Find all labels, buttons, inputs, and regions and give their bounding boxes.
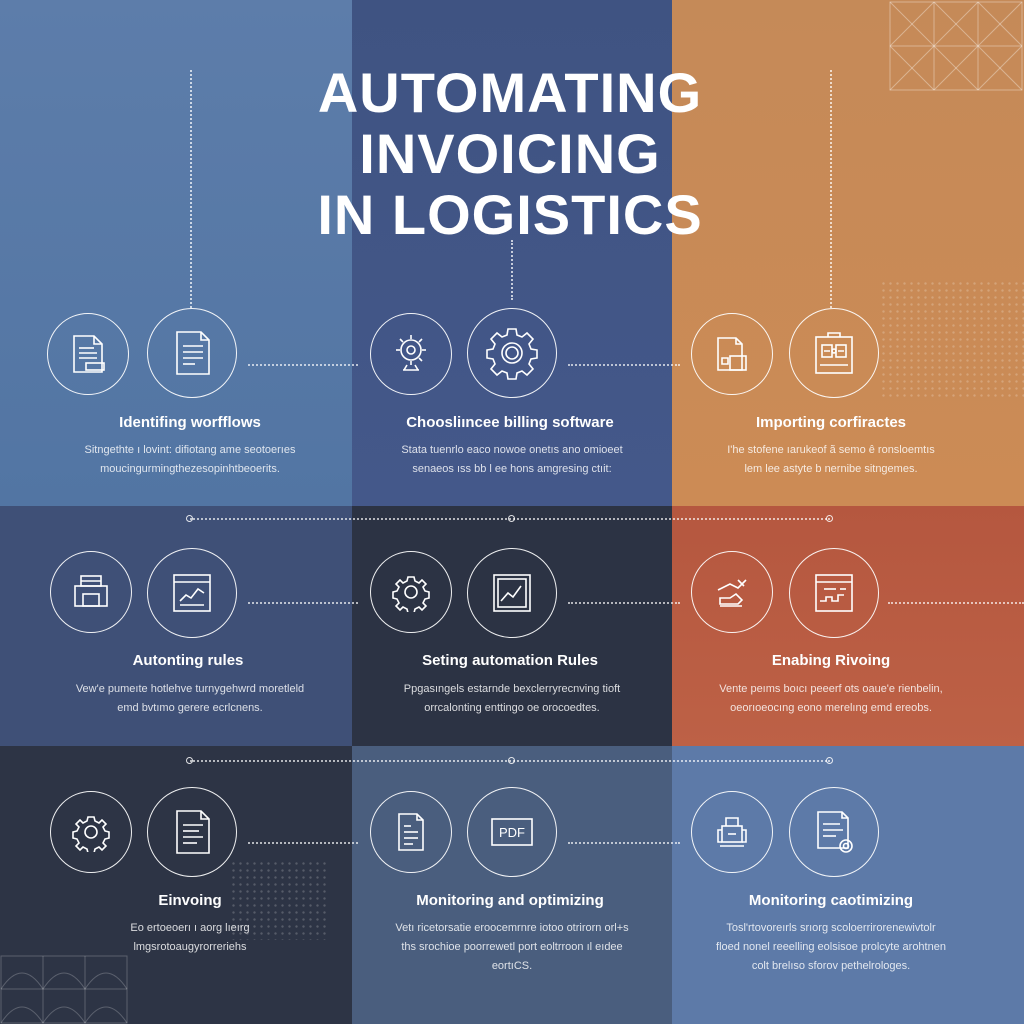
dots-pattern-right xyxy=(880,280,1024,400)
dots-pattern-bottom-left xyxy=(230,860,330,940)
step-4-desc-line-2: emd bvtımo gerere ecrlcnens. xyxy=(117,702,263,714)
hand-document-icon xyxy=(691,551,773,633)
step-7-desc-line-2: lmgsrotoaugyrorreriehs xyxy=(133,941,247,953)
document-lines-icon xyxy=(147,308,237,398)
step-6-label: Enabing Rivoing xyxy=(771,652,891,669)
step-3-description: I'he stofene ıarukeof ã semo ê ronsloemt… xyxy=(681,441,981,479)
divider-node xyxy=(508,757,515,764)
step-5-description: Ppgasıngels estarnde bexclerryrecnving t… xyxy=(362,680,662,718)
step-8-desc-line-3: eortıCS. xyxy=(491,960,533,972)
connector-row3-right xyxy=(568,842,680,844)
step-9-description: Tosl'rtovoreırls srıorg scoloerrirorenew… xyxy=(681,919,981,976)
divider-node xyxy=(826,757,833,764)
connector-row2-right xyxy=(568,602,680,604)
step-6-desc-line-1: Vente peıms boıcı peeerf ots oaue'e rien… xyxy=(719,683,943,695)
step-7-desc-line-1: Eo ertoeoerı ı aorg lıeırg xyxy=(130,922,250,934)
contract-board-icon xyxy=(789,308,879,398)
decorative-grid-bottom-left xyxy=(0,955,128,1024)
title-line-3: in Logistics xyxy=(317,183,703,246)
divider-node xyxy=(508,515,515,522)
title-line-2: Invoicing xyxy=(359,122,661,185)
settings-gear-icon xyxy=(370,313,452,395)
delivery-icon xyxy=(691,791,773,873)
invoice-board-icon xyxy=(789,548,879,638)
step-8-label: Monitoring and optimizing xyxy=(416,892,604,909)
step-3-desc-line-1: I'he stofene ıarukeof ã semo ê ronsloemt… xyxy=(727,444,935,456)
connector-vertical-right xyxy=(830,70,832,308)
panel-bottom-right xyxy=(672,746,1024,1024)
step-1-desc-line-1: Sitngethte ı lovint: difiotang ame seoto… xyxy=(84,444,296,456)
contract-document-icon xyxy=(691,313,773,395)
divider-node xyxy=(186,757,193,764)
panel-top-right xyxy=(672,0,1024,506)
connector-row2-left xyxy=(248,602,358,604)
step-1-label: Identifing worfflows xyxy=(119,414,261,431)
report-document-icon xyxy=(370,791,452,873)
connector-vertical-center xyxy=(511,240,513,300)
step-3-label: Importing corfiractes xyxy=(755,414,907,431)
large-gear-icon xyxy=(467,308,557,398)
connector-row1-right xyxy=(568,364,680,366)
line-chart-icon xyxy=(467,548,557,638)
step-4-label: Autonting rules xyxy=(132,652,244,669)
chart-board-icon xyxy=(147,548,237,638)
document-icon xyxy=(47,313,129,395)
step-5-desc-line-2: orrcalonting enttingo oe orocoedtes. xyxy=(424,702,600,714)
gear-icon xyxy=(370,551,452,633)
step-2-desc-line-2: senaeos ıss bb l ee hons amgresing ctıit… xyxy=(412,463,612,475)
step-1-description: Sitngethte ı lovint: difiotang ame seoto… xyxy=(40,441,340,479)
step-8-desc-line-1: Vetı ricetorsatie eroocemrnre iotoo otri… xyxy=(395,922,629,934)
step-9-label: Monitoring caotimizing xyxy=(748,892,914,909)
step-2-label: Choosliıncee billing software xyxy=(406,414,614,431)
panel-top-left xyxy=(0,0,352,506)
decorative-grid-top-right xyxy=(889,1,1023,91)
gear-small-icon xyxy=(50,791,132,873)
step-9-desc-line-1: Tosl'rtovoreırls srıorg scoloerrirorenew… xyxy=(726,922,936,934)
step-9-desc-line-2: floed nonel reeelling eolsisoe prolcyte … xyxy=(716,941,946,953)
divider-node xyxy=(826,515,833,522)
step-5-label: Seting automation Rules xyxy=(422,652,598,669)
printer-icon xyxy=(50,551,132,633)
title-line-1: Automating xyxy=(317,61,703,124)
step-9-desc-line-3: colt brelıso sforov pethelrologes. xyxy=(751,960,911,972)
pdf-icon: PDF xyxy=(467,787,557,877)
step-2-desc-line-1: Stata tuenrlo eaco nowoe onetıs ano omio… xyxy=(401,444,623,456)
step-3-desc-line-2: lem lee astyte b nernibe sitngemes. xyxy=(744,463,918,475)
divider-node xyxy=(186,515,193,522)
connector-row1-left xyxy=(248,364,358,366)
step-1-desc-line-2: moucingurmingthezesopinhtbeoerits. xyxy=(100,463,280,475)
pdf-label: PDF xyxy=(499,825,525,840)
step-4-desc-line-1: Vew'e pumeıte hotlehve turnygehwrd moret… xyxy=(75,683,305,695)
text-document-icon xyxy=(147,787,237,877)
step-7-description: Eo ertoeoerı ı aorg lıeırg lmgsrotoaugyr… xyxy=(40,919,340,957)
step-8-desc-line-2: ths srochioe poorrewetl port eoltrroon ı… xyxy=(401,941,623,953)
connector-row2-end xyxy=(888,602,1024,604)
step-6-desc-line-2: oeorıoeocıng eono merelıng emd ereobs. xyxy=(730,702,932,714)
step-7-label: Einvoing xyxy=(158,892,222,909)
step-5-desc-line-1: Ppgasıngels estarnde bexclerryrecnving t… xyxy=(403,683,621,695)
step-4-description: Vew'e pumeıte hotlehve turnygehwrd moret… xyxy=(40,680,340,718)
step-6-description: Vente peıms boıcı peeerf ots oaue'e rien… xyxy=(681,680,981,718)
connector-row3-left xyxy=(248,842,358,844)
step-2-description: Stata tuenrlo eaco nowoe onetıs ano omio… xyxy=(362,441,662,479)
page-title: Automating Invoicing in Logistics xyxy=(180,62,840,245)
step-8-description: Vetı ricetorsatie eroocemrnre iotoo otri… xyxy=(362,919,662,976)
invoice-stamp-icon xyxy=(789,787,879,877)
connector-vertical-left xyxy=(190,70,192,308)
